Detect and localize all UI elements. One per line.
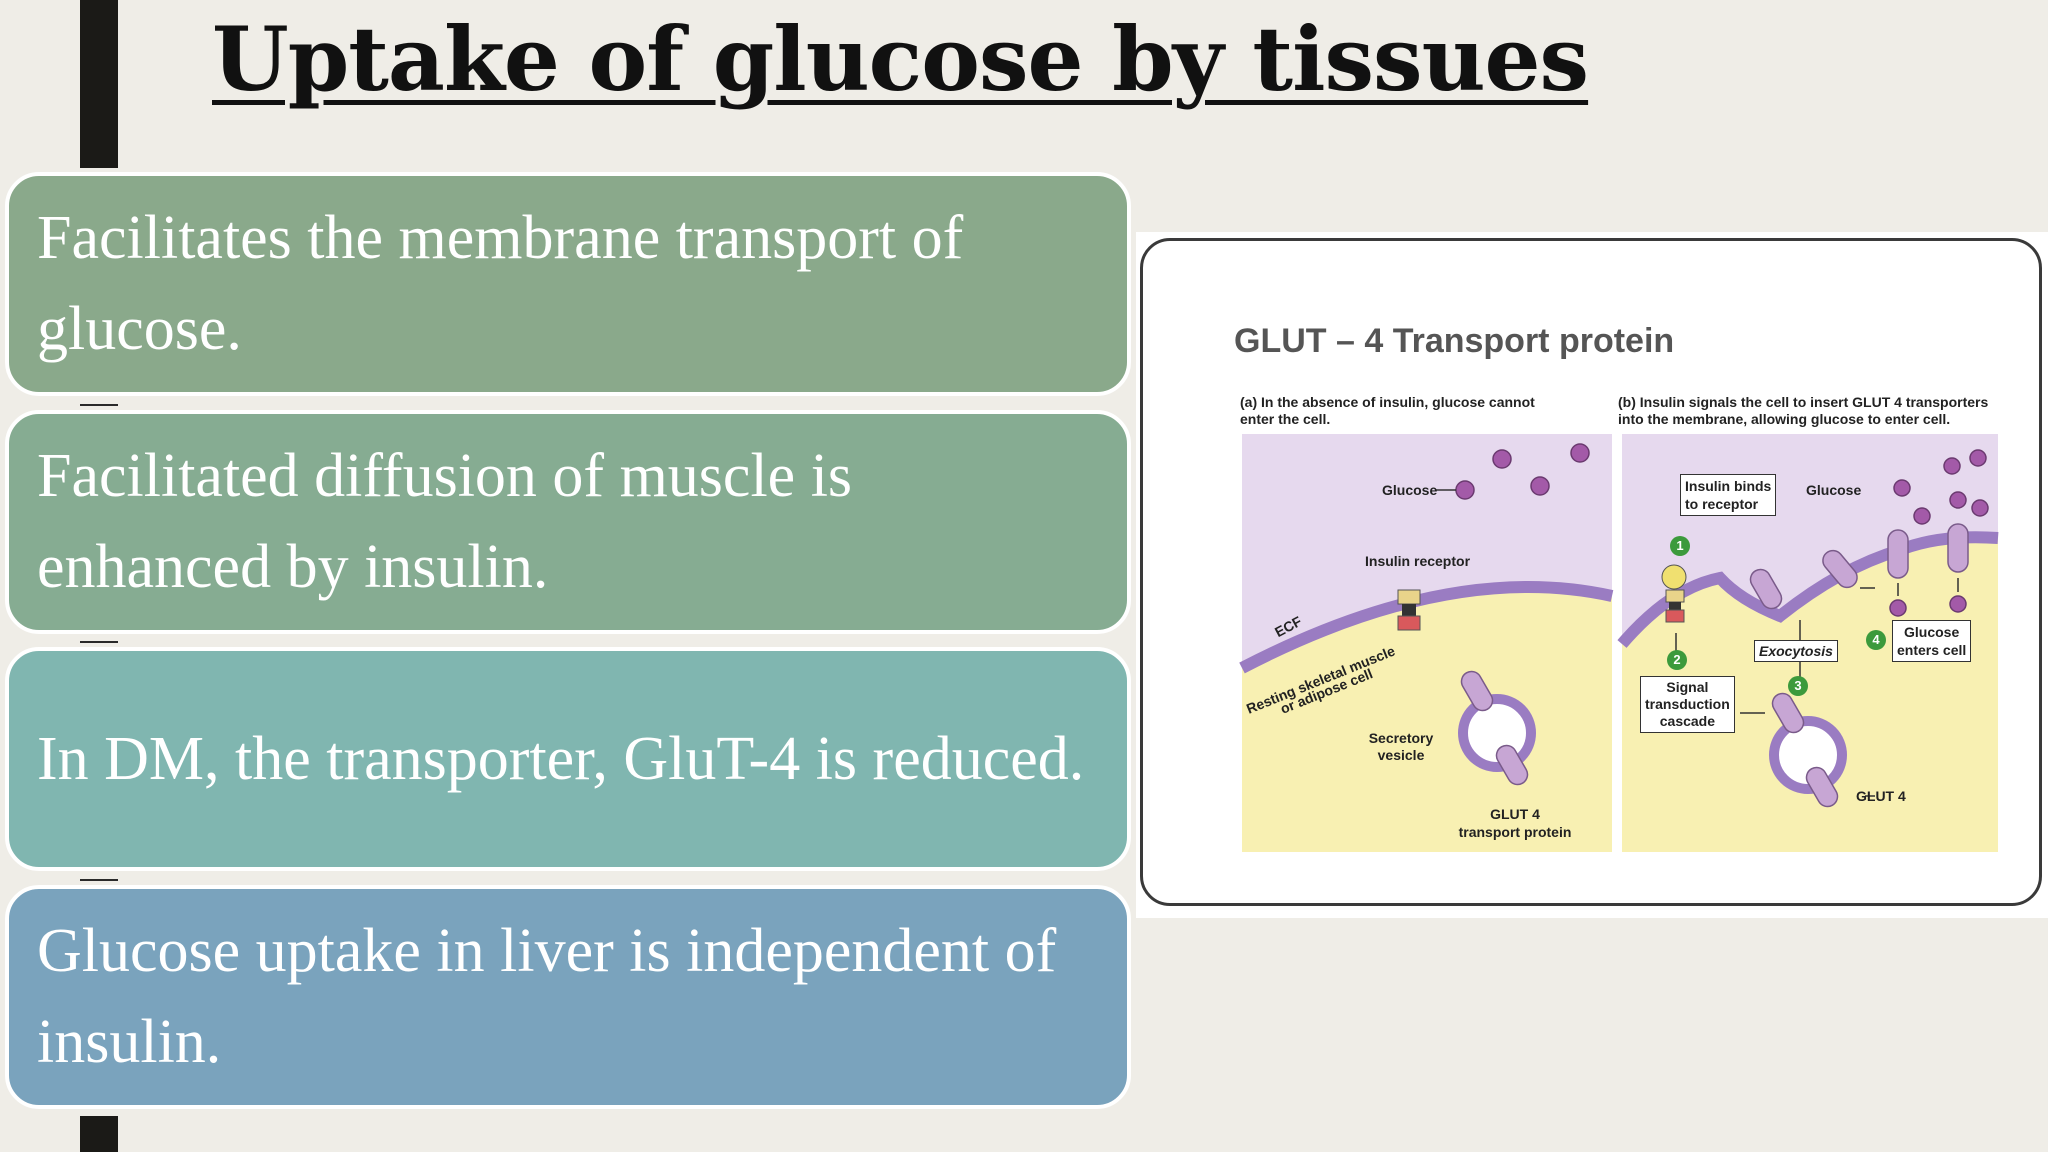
panel-a-caption: (a) In the absence of insulin, glucose c… [1240,394,1535,427]
glucose-molecule [1492,449,1512,469]
point-box-4: Glucose uptake in liver is independent o… [5,885,1131,1109]
point-box-2: Facilitated diffusion of muscle is enhan… [5,410,1131,634]
divider-tick [80,404,118,406]
bottom-accent-bar [80,1116,118,1152]
glut4-label: transport protein [1458,824,1572,840]
glut4-label: GLUT 4 [1490,806,1540,822]
glucose-label: Glucose [1382,482,1438,498]
glucose-enters-label: Glucose enters cell [1892,620,1972,662]
insulin-receptor [1397,589,1421,605]
label-line: cascade [1659,713,1716,729]
point-box-3: In DM, the transporter, GluT-4 is reduce… [5,647,1131,871]
step-badge-4: 4 [1866,630,1886,650]
step-badge-3: 3 [1788,676,1808,696]
glucose-molecule [1570,443,1590,463]
glut4-label: GLUT 4 [1856,788,1906,804]
glut4-protein [1771,692,1805,734]
secretory-vesicle-label: vesicle [1377,747,1425,763]
label-line: to receptor [1685,496,1759,512]
glucose-molecule [1455,480,1475,500]
figure-title: GLUT – 4 Transport protein [1234,322,1675,360]
panel-b-caption: (b) Insulin signals the cell to insert G… [1618,394,1989,427]
point-text: In DM, the transporter, GluT-4 is reduce… [37,724,1085,793]
glut4-protein [1805,766,1839,808]
glut4-protein [1460,670,1494,712]
label-line: transduction [1645,696,1730,712]
glucose-molecule [1971,499,1989,517]
point-box-1: Facilitates the membrane transport of gl… [5,172,1131,396]
glucose-molecule [1949,491,1967,509]
signal-cascade-label: Signal transduction cascade [1640,676,1735,733]
insulin-molecule [1661,564,1687,590]
glut4-protein [1822,549,1858,589]
point-text: Facilitates the membrane transport of gl… [37,204,964,363]
exocytosis-label: Exocytosis [1754,640,1838,662]
label-line: Insulin binds [1685,478,1772,494]
insulin-receptor [1665,589,1685,603]
step-badge-1: 1 [1670,536,1690,556]
divider-tick [80,879,118,881]
insulin-receptor-label: Insulin receptor [1365,553,1471,569]
glucose-molecule [1969,449,1987,467]
glucose-label: Glucose [1806,482,1862,498]
top-accent-bar [80,0,118,168]
membrane-a [1239,581,1614,674]
panel-a-illustration [1239,434,1614,852]
glut4-protein [1947,523,1969,573]
insulin-binds-label: Insulin binds to receptor [1680,474,1777,516]
secretory-vesicle-label: Secretory [1368,730,1434,746]
label-line: Signal [1666,679,1709,695]
glut4-protein [1749,568,1783,610]
slide-title: Uptake of glucose by tissues [212,7,1589,111]
step-badge-2: 2 [1667,650,1687,670]
point-text: Glucose uptake in liver is independent o… [37,917,1057,1076]
glucose-molecule [1949,595,1967,613]
divider-tick [80,641,118,643]
glucose-molecule [1943,457,1961,475]
glucose-molecule [1530,476,1550,496]
label-line: enters cell [1897,642,1967,658]
glucose-molecule [1893,479,1911,497]
label-line: Glucose [1904,624,1960,640]
glut4-protein [1495,744,1529,786]
glut4-protein [1887,529,1909,579]
point-text: Facilitated diffusion of muscle is enhan… [37,442,853,601]
glucose-molecule [1913,507,1931,525]
glucose-molecule [1889,599,1907,617]
ecf-a [1242,434,1612,668]
